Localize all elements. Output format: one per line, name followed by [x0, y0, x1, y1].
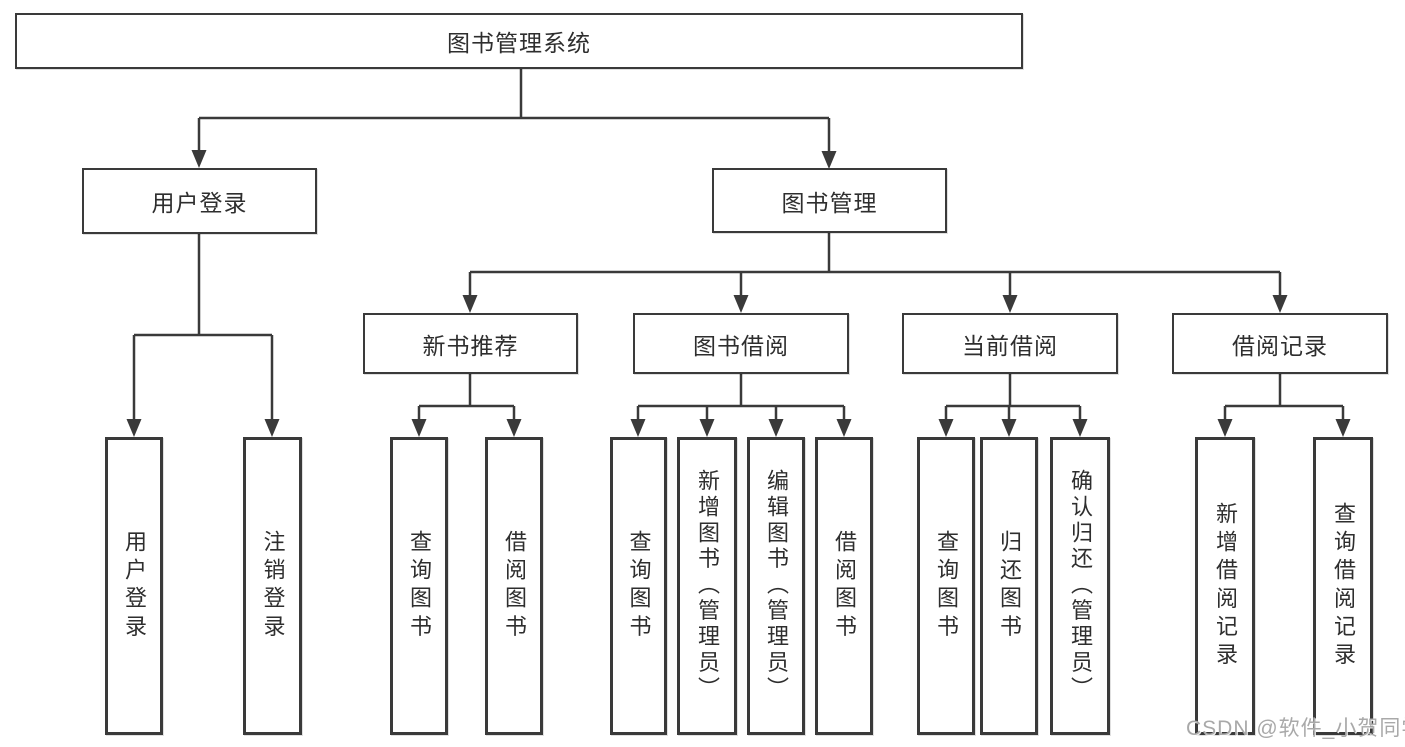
leaf-add-book-admin: 新增图书（管理员） [677, 437, 737, 735]
arrowhead [1002, 295, 1018, 313]
connector-borrow-record-to-leaves [1217, 374, 1351, 437]
leaf-logout-label: 注销登录 [260, 529, 286, 643]
node-borrow-record-label: 借阅记录 [1232, 332, 1328, 359]
connector-current-borrow-to-leaves [938, 374, 1088, 437]
leaf-logout: 注销登录 [243, 437, 302, 735]
node-root: 图书管理系统 [15, 13, 1023, 69]
connector-new-book-recommend-to-leaves [411, 374, 522, 437]
watermark-text: CSDN @软件_小贺同学 [1186, 717, 1405, 740]
leaf-query-borrow-record: 查询借阅记录 [1313, 437, 1373, 735]
arrowhead [264, 419, 280, 437]
leaf-query-book-borrow: 查询图书 [610, 437, 667, 735]
arrowhead [126, 419, 142, 437]
node-current-borrow: 当前借阅 [902, 313, 1118, 374]
arrowhead [1335, 419, 1351, 437]
node-book-borrow-label: 图书借阅 [693, 332, 789, 359]
arrowhead [630, 419, 646, 437]
leaf-add-borrow-record: 新增借阅记录 [1195, 437, 1255, 735]
leaf-confirm-return-admin-label: 确认归还（管理员） [1068, 469, 1093, 703]
leaf-query-book-current-label: 查询图书 [934, 529, 959, 643]
node-book-borrow: 图书借阅 [633, 313, 849, 374]
node-root-label: 图书管理系统 [447, 30, 591, 56]
leaf-borrow-book-recommend-label: 借阅图书 [502, 529, 527, 643]
leaf-borrow-book-recommend: 借阅图书 [485, 437, 543, 735]
arrowhead [733, 295, 749, 313]
leaf-add-book-admin-label: 新增图书（管理员） [695, 469, 720, 703]
node-user-login-label: 用户登录 [151, 190, 248, 216]
leaf-query-book-borrow-label: 查询图书 [626, 529, 652, 643]
leaf-confirm-return-admin: 确认归还（管理员） [1050, 437, 1110, 735]
node-book-mgmt-label: 图书管理 [781, 189, 878, 216]
leaf-return-book-label: 归还图书 [997, 529, 1022, 643]
leaf-borrow-book-label: 借阅图书 [832, 529, 857, 643]
connector-user-login-to-leaves [126, 234, 280, 437]
node-current-borrow-label: 当前借阅 [962, 332, 1058, 359]
leaf-edit-book-admin: 编辑图书（管理员） [747, 437, 805, 735]
leaf-query-book-current: 查询图书 [917, 437, 975, 735]
leaf-query-book-recommend: 查询图书 [390, 437, 448, 735]
arrowhead [462, 295, 478, 313]
connector-book-mgmt-to-level3 [462, 233, 1288, 313]
node-borrow-record: 借阅记录 [1172, 313, 1388, 374]
node-new-book-recommend-label: 新书推荐 [422, 332, 519, 359]
arrowhead [1001, 419, 1017, 437]
arrowhead [699, 419, 715, 437]
leaf-user-login: 用户登录 [105, 437, 163, 735]
connector-book-borrow-to-leaves [630, 374, 852, 437]
node-book-mgmt: 图书管理 [712, 168, 947, 233]
arrowhead [938, 419, 954, 437]
arrowhead [191, 150, 207, 168]
node-user-login: 用户登录 [82, 168, 317, 234]
leaf-borrow-book: 借阅图书 [815, 437, 873, 735]
arrowhead [1272, 295, 1288, 313]
leaf-edit-book-admin-label: 编辑图书（管理员） [764, 469, 789, 703]
arrowhead [506, 419, 522, 437]
leaf-query-book-recommend-label: 查询图书 [407, 529, 432, 643]
arrowhead [1217, 419, 1233, 437]
leaf-query-borrow-record-label: 查询借阅记录 [1331, 501, 1356, 671]
arrowhead [411, 419, 427, 437]
connector-root-to-level2 [191, 69, 837, 169]
arrowhead [836, 419, 852, 437]
leaf-add-borrow-record-label: 新增借阅记录 [1213, 501, 1238, 671]
leaf-return-book: 归还图书 [980, 437, 1038, 735]
arrowhead [821, 151, 837, 169]
arrowhead [1072, 419, 1088, 437]
node-new-book-recommend: 新书推荐 [363, 313, 578, 374]
arrowhead [768, 419, 784, 437]
leaf-user-login-label: 用户登录 [122, 529, 147, 643]
